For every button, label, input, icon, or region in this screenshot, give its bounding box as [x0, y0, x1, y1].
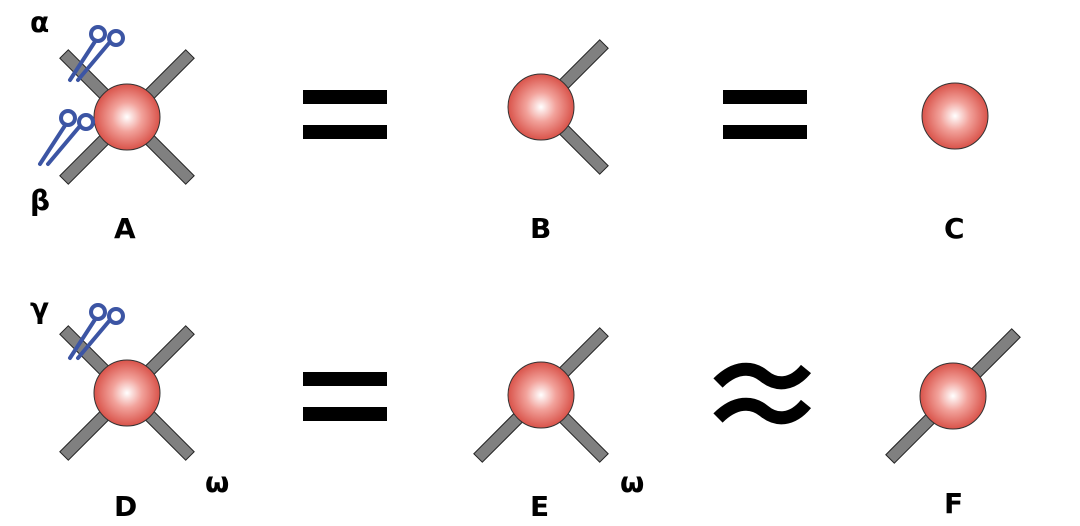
- diagram-label-a: A: [114, 212, 136, 245]
- index-label-alpha: α: [30, 6, 49, 39]
- diagram-label-c: C: [944, 212, 965, 245]
- equals-sign: [303, 90, 387, 139]
- index-label-omega-e: ω: [620, 466, 644, 499]
- tensor-node-e: [507, 361, 575, 429]
- diagram-c: C: [921, 82, 989, 245]
- tensor-node-f: [919, 362, 987, 430]
- equals-sign: [723, 90, 807, 139]
- tensor-node-d: [93, 359, 161, 427]
- index-label-beta: β: [30, 184, 50, 217]
- approx-equals-sign: [713, 362, 812, 425]
- index-label-omega-d: ω: [205, 466, 229, 499]
- tensor-node-a: [93, 83, 161, 151]
- tensor-node-b: [507, 73, 575, 141]
- equals-sign: [303, 372, 387, 421]
- diagram-label-b: B: [530, 212, 551, 245]
- diagram-d: γ ω D: [30, 292, 229, 523]
- diagram-label-f: F: [944, 487, 963, 520]
- diagram-label-e: E: [530, 490, 549, 523]
- diagram-a: α β A: [30, 6, 195, 245]
- diagram-e: ω E: [473, 327, 644, 523]
- diagram-b: B: [507, 39, 609, 245]
- diagram-label-d: D: [114, 490, 137, 523]
- index-label-gamma: γ: [30, 292, 49, 325]
- diagram-f: F: [885, 328, 1021, 520]
- tensor-node-c: [921, 82, 989, 150]
